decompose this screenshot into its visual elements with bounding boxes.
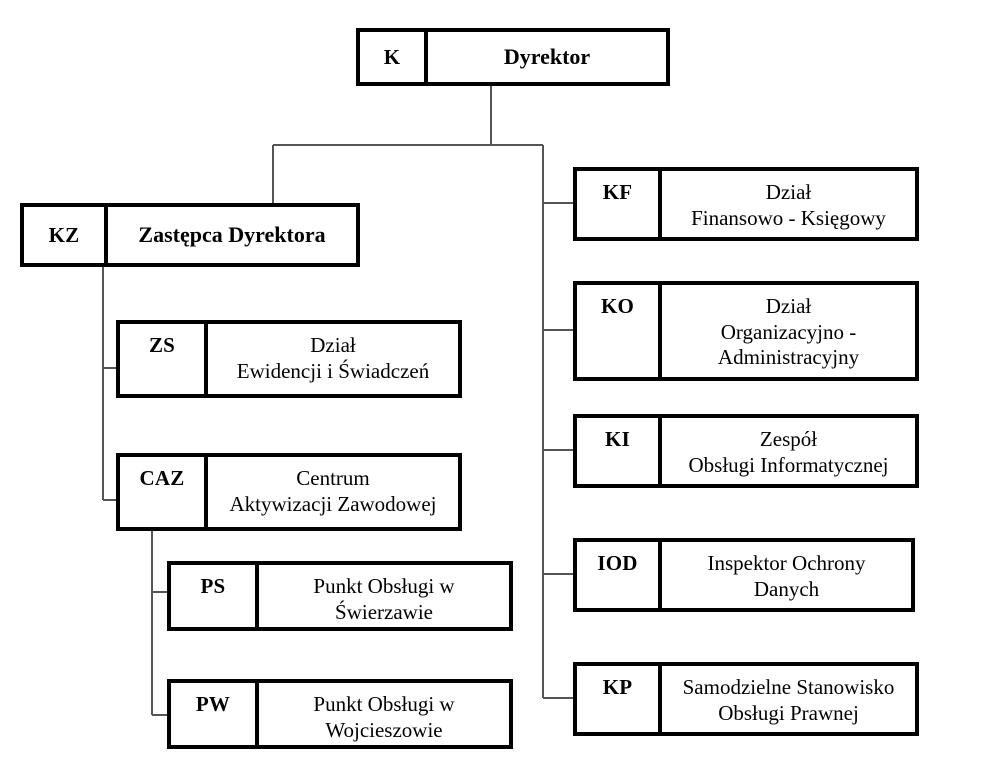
org-node-code-zastepca: KZ [24, 207, 108, 263]
org-node-code-ps: PS [171, 565, 259, 627]
org-node-title-line: Dział [310, 333, 356, 357]
org-node-title-line: Ewidencji i Świadczeń [236, 358, 430, 383]
org-node-code-zs: ZS [120, 324, 208, 394]
org-node-title-line: Inspektor Ochrony [707, 551, 866, 575]
org-node-title-line: Aktywizacji Zawodowej [229, 491, 437, 516]
org-node-title-line: Obsługi Informatycznej [688, 452, 889, 477]
org-node-code-iod: IOD [577, 542, 662, 608]
org-node-title-line: Dział [765, 294, 812, 318]
org-node-title-line: Punkt Obsługi w [313, 692, 455, 716]
org-node-code-kf: KF [577, 171, 662, 237]
org-node-title-line: Obsługi Prawnej [718, 700, 859, 725]
org-node-title-dyrektor: Dyrektor [428, 32, 666, 82]
org-node-title-line: Dział [765, 180, 812, 204]
org-node-title-line: Zespół [759, 427, 818, 451]
org-node-code-ko: KO [577, 285, 662, 377]
org-node-dyrektor: K Dyrektor [356, 28, 670, 86]
org-node-title-zastepca: Zastępca Dyrektora [108, 207, 356, 263]
org-node-code-pw: PW [171, 683, 259, 745]
org-node-code-caz: CAZ [120, 457, 208, 527]
org-node-title-line: Organizacyjno - [720, 319, 857, 344]
org-node-zastepca: KZ Zastępca Dyrektora [20, 203, 360, 267]
org-node-code-ki: KI [577, 418, 662, 484]
org-node-title-line: Dyrektor [503, 43, 591, 69]
org-node-code-kp: KP [577, 666, 662, 732]
org-node-title-line: Administracyjny [717, 345, 860, 370]
org-node-title-line: Punkt Obsługi w [313, 574, 455, 598]
org-node-title-line: Zastępca Dyrektora [138, 221, 326, 247]
org-node-title-line: Danych [753, 576, 820, 601]
org-node-title-line: Centrum [296, 466, 370, 490]
org-node-title-line: Finansowo - Księgowy [691, 205, 886, 230]
org-node-title-line: Samodzielne Stanowisko [682, 675, 895, 699]
org-node-title-line: Świerzawie [335, 599, 433, 624]
org-node-code-dyrektor: K [360, 32, 428, 82]
org-node-title-line: Wojcieszowie [325, 717, 443, 742]
